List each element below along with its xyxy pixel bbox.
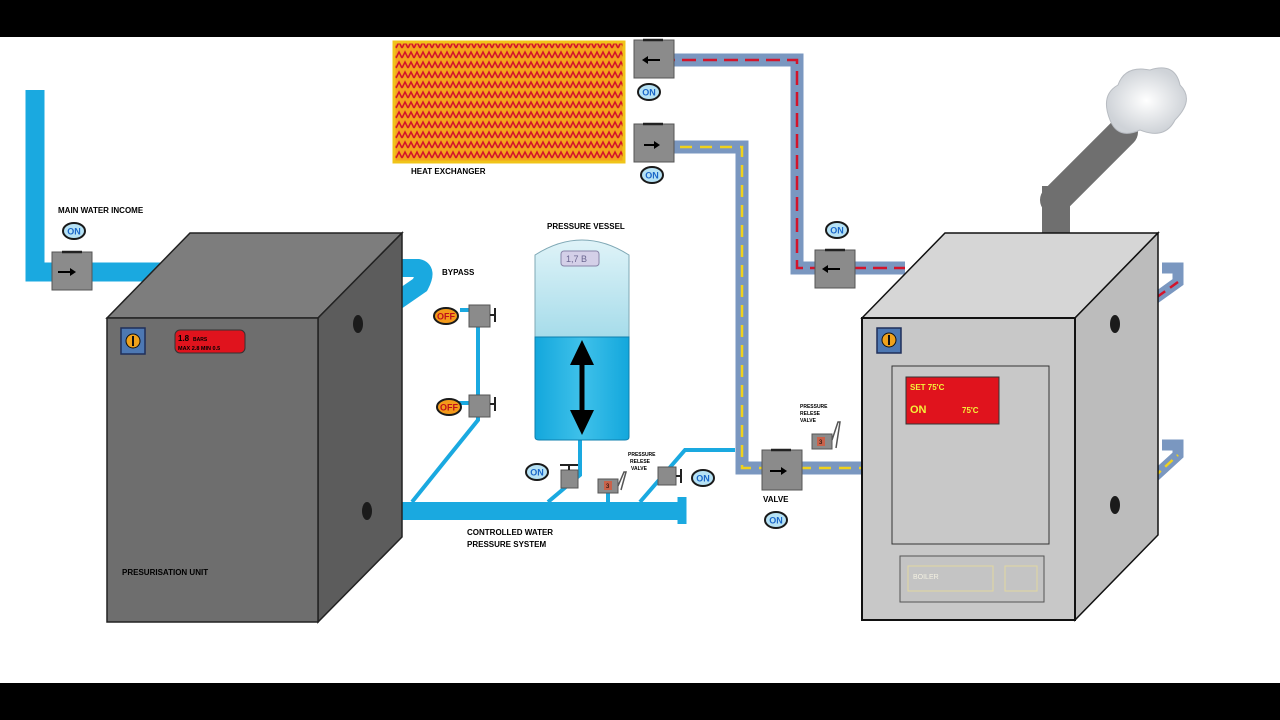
relief-left-label-3: VALVE [631,466,648,472]
pressure-vessel [534,239,630,441]
smoke-cloud [1105,67,1187,134]
relief-left-gauge: 3 [606,484,610,490]
pressure-limits: MAX 2.8 MIN 0.5 [178,346,220,352]
pressure-value: 1.8 [178,334,190,343]
relief-right-label-2: RELESE [800,411,821,417]
boiler-setpoint: SET 75'C [910,383,945,392]
relief-right-label-1: PRESSURE [800,404,828,410]
controlled-right-state: ON [696,474,710,484]
boiler-panel-label: BOILER [913,574,939,581]
return-boiler-valve[interactable] [814,248,856,289]
vessel-state-badge[interactable]: ON [525,463,549,481]
hot-flow-dash [640,58,905,270]
bypass-label: BYPASS [442,268,475,277]
pressure-unit: BARS [193,337,208,343]
return-boiler-state-badge[interactable]: ON [825,221,849,239]
bypass-bottom-state-badge[interactable]: OFF [436,398,462,416]
vessel-valve[interactable] [560,464,579,489]
pressure-system-label: PRESSURE SYSTEM [467,540,546,549]
boiler-status: ON [910,404,927,416]
boiler-display: SET 75'C ON 75'C [905,376,1000,425]
relief-right-gauge: 3 [819,440,823,446]
vessel-state: ON [530,468,544,478]
relief-left-label-2: RELESE [630,459,651,465]
bypass-top-state: OFF [437,312,455,322]
hx-top-state-badge[interactable]: ON [637,83,661,101]
bypass-top-state-badge[interactable]: OFF [433,307,459,325]
water-pipes [25,90,735,524]
hx-top-state: ON [642,88,656,98]
boiler [860,67,1187,622]
hx-bottom-state-badge[interactable]: ON [640,166,664,184]
boiler-branch [638,448,735,504]
boiler-valve-state: ON [769,516,783,526]
bypass-bottom-state: OFF [440,403,458,413]
pressurisation-power-switch[interactable] [120,327,146,355]
valve-label: VALVE [763,495,789,504]
controlled-water-label: CONTROLLED WATER [467,528,553,537]
controlled-right-valve[interactable] [657,466,682,486]
vessel-branch [546,440,582,504]
heat-exchanger-label: HEAT EXCHANGER [411,167,486,176]
return-boiler-state: ON [830,226,844,236]
bypass-bottom-valve[interactable] [468,394,496,418]
boiler-valve-state-badge[interactable]: ON [764,511,788,529]
boiler-valve[interactable] [761,448,803,491]
relief-right-label-3: VALVE [800,418,817,424]
boiler-temperature: 75'C [962,406,979,415]
main-water-valve[interactable] [51,250,93,291]
relief-valve-left[interactable]: 3 [597,471,627,494]
pressurisation-unit [105,231,404,624]
relief-left-label-1: PRESSURE [628,452,656,458]
vessel-gauge-value: 1,7 B [566,254,587,264]
presurisation-unit-label: PRESURISATION UNIT [122,568,208,577]
vessel-gauge: 1,7 B [560,250,600,267]
pressure-vessel-label: PRESSURE VESSEL [547,222,625,231]
hx-bottom-state: ON [645,171,659,181]
heat-exchanger [392,40,626,164]
hx-bottom-valve[interactable] [633,122,675,163]
bypass-top-valve[interactable] [468,304,496,328]
main-water-income-label: MAIN WATER INCOME [58,206,144,215]
controlled-right-state-badge[interactable]: ON [691,469,715,487]
hx-top-valve[interactable] [633,38,675,79]
unit-top-outlet [353,259,433,334]
main-water-state: ON [67,227,81,237]
relief-valve-right[interactable]: 3 [811,421,841,450]
main-water-state-badge[interactable]: ON [62,222,86,240]
boiler-power-switch[interactable] [876,327,902,354]
pressure-display: 1.8 BARS MAX 2.8 MIN 0.5 [174,329,246,354]
